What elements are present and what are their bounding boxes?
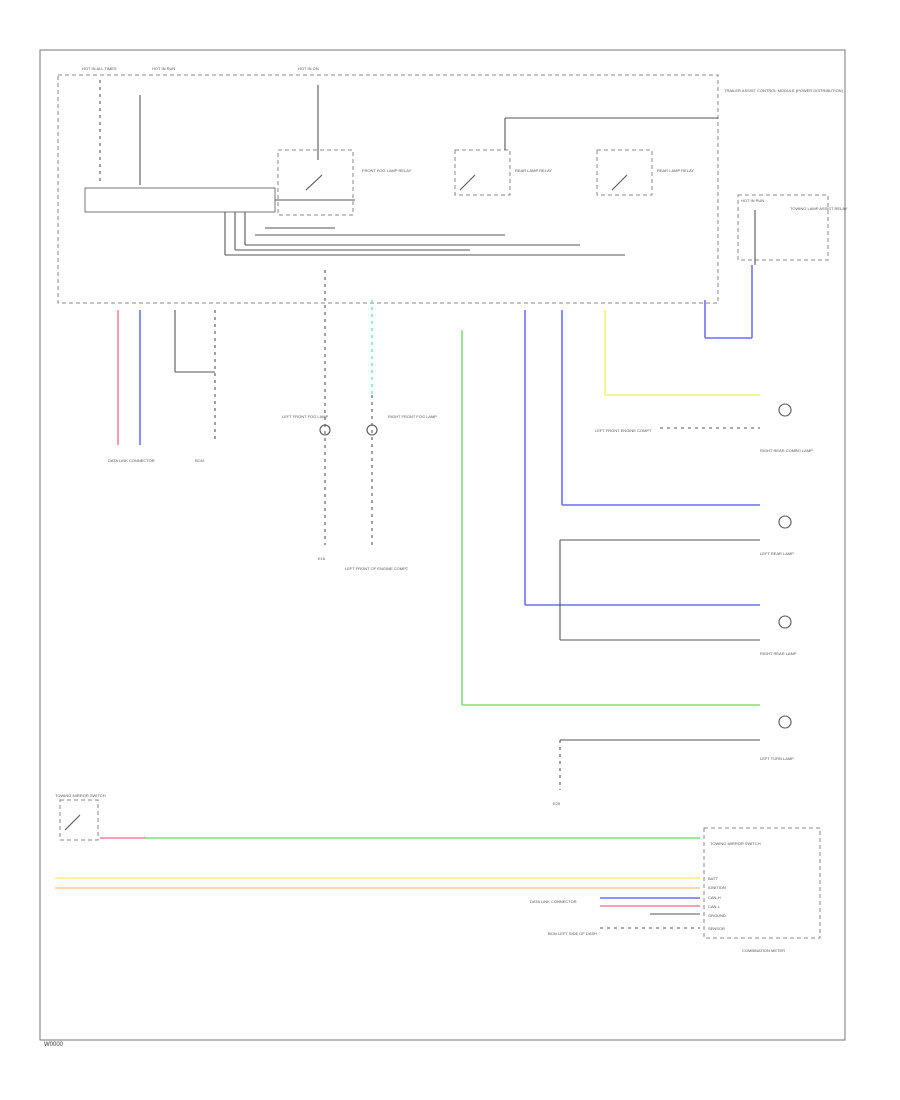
connector-3-icon bbox=[778, 615, 792, 629]
gnd-left-label: DATA LINK CONNECTOR bbox=[108, 458, 155, 463]
connector-4-icon bbox=[778, 715, 792, 729]
module-title: TRAILER ASSIST CONTROL MODULE (POWER DIS… bbox=[724, 88, 844, 93]
diagram-frame bbox=[39, 49, 846, 1041]
lamp-left-label: LEFT FRONT FOG LAMP bbox=[282, 414, 329, 419]
bottom-switch-contact bbox=[64, 814, 81, 831]
gnd-bottom-label: E20 bbox=[553, 801, 561, 806]
fuse-label-2: HOT IN RUN bbox=[152, 66, 175, 71]
fuse-4-label: HOT IN RUN bbox=[741, 198, 764, 203]
gnd-mid-label: E16 bbox=[318, 556, 326, 561]
relay-1-switch bbox=[305, 174, 323, 191]
pin-1: BATT bbox=[708, 876, 718, 881]
lamp-right-label: RIGHT FRONT FOG LAMP bbox=[388, 414, 437, 419]
left-fog-lamp-icon bbox=[319, 424, 331, 436]
conn-box-footer: COMBINATION METER bbox=[742, 948, 785, 953]
relay-3-box bbox=[596, 149, 653, 196]
power-module-box bbox=[57, 74, 719, 304]
conn-ra-label: RIGHT REAR COMBO LAMP bbox=[760, 448, 813, 453]
fuse-label-3: HOT IN ON bbox=[298, 66, 319, 71]
switch-bottom-label: TOWING MIRROR SWITCH bbox=[55, 793, 106, 798]
pin-3: CAN-H bbox=[708, 895, 721, 900]
pin-2: IGNITION bbox=[708, 885, 726, 890]
pin-5: GROUND bbox=[708, 913, 726, 918]
relay-3-switch bbox=[611, 174, 628, 191]
relay-1-box bbox=[277, 149, 354, 216]
conn-rr-label: RIGHT REAR LAMP bbox=[760, 651, 797, 656]
pin-4: CAN-L bbox=[708, 904, 721, 909]
conn-lt-label: LEFT TURN LAMP bbox=[760, 756, 794, 761]
relay-2-label: REAR LAMP RELAY bbox=[515, 168, 552, 173]
relay-3-label: REAR LAMP RELAY bbox=[657, 168, 694, 173]
diagram-code: W0000 bbox=[44, 1042, 64, 1048]
conn-ra-src-label: LEFT FRONT ENGINE COMPT bbox=[595, 428, 652, 433]
relay-1-label: FRONT FOG LAMP RELAY bbox=[362, 168, 412, 173]
connector-2-icon bbox=[778, 515, 792, 529]
connector-1-icon bbox=[778, 403, 792, 417]
bottom-switch-box bbox=[59, 799, 99, 841]
fuse-4-box bbox=[737, 194, 829, 261]
right-fog-lamp-icon bbox=[366, 424, 378, 436]
pin-6: SENSOR bbox=[708, 926, 725, 931]
conn-box-title: TOWING MIRROR SWITCH bbox=[710, 841, 761, 846]
bottom-src2-label: BCM LEFT SIDE OF DASH bbox=[548, 931, 597, 936]
fuse-4b-label: TOWING LAMP ASSIST RELAY bbox=[790, 206, 848, 211]
gnd-mid2-label: LEFT FRONT OF ENGINE COMPT bbox=[345, 566, 409, 571]
bottom-src1-label: DATA LINK CONNECTOR bbox=[530, 899, 577, 904]
control-bus bbox=[84, 187, 276, 213]
fuse-label-1: HOT IN ALL TIMES bbox=[82, 66, 117, 71]
conn-lr-label: LEFT REAR LAMP bbox=[760, 551, 794, 556]
combo-meter-box bbox=[703, 827, 821, 939]
gnd-left2-label: BCM bbox=[195, 458, 204, 463]
relay-2-switch bbox=[459, 174, 476, 191]
relay-2-box bbox=[454, 149, 511, 196]
